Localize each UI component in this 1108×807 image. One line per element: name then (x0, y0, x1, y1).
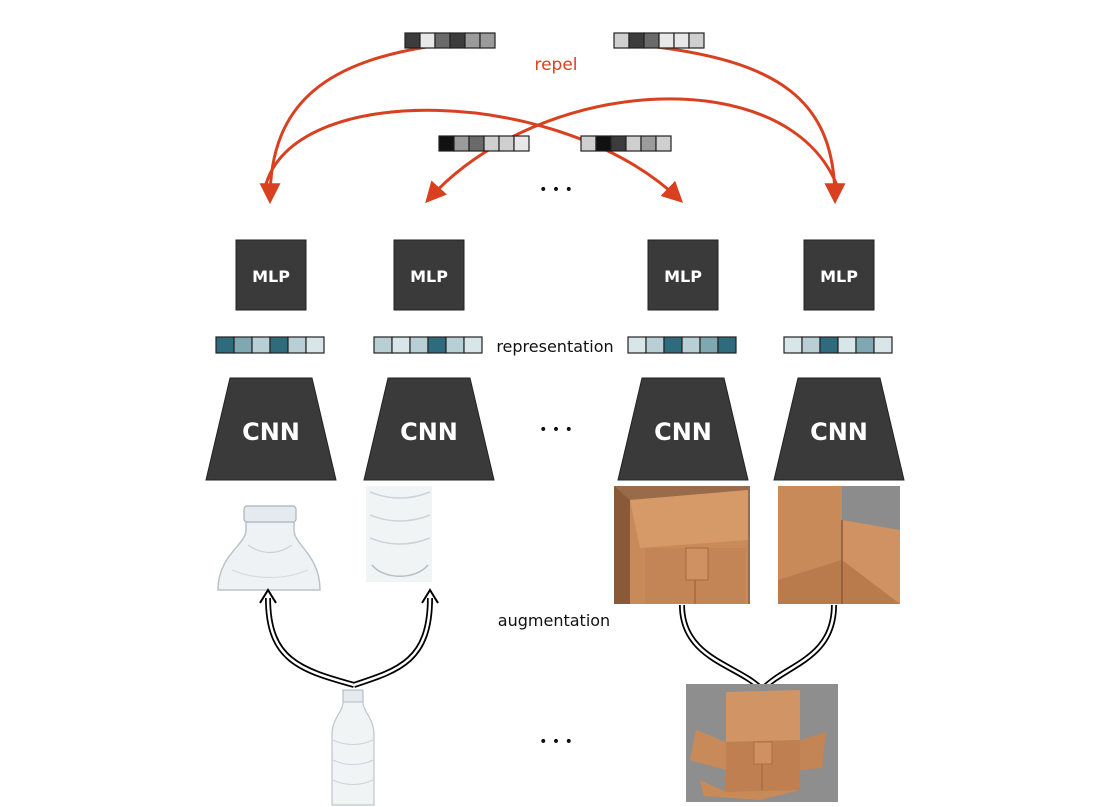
box-view-1-image (614, 486, 750, 604)
representation-vector-3 (627, 336, 737, 354)
repel-arrow-1 (259, 43, 441, 205)
repel-label: repel (534, 55, 577, 75)
representation-3-cell-1 (627, 336, 647, 354)
embedding-top-right-cell-3 (643, 32, 660, 49)
embedding-mid-left-cell-4 (483, 135, 500, 152)
representation-vector-1 (215, 336, 325, 354)
representation-4-cell-6 (873, 336, 893, 354)
representation-2-cell-2 (391, 336, 411, 354)
representation-4-cell-3 (819, 336, 839, 354)
representation-1-cell-1 (215, 336, 235, 354)
ellipsis-top: • • • (539, 182, 573, 198)
representation-label: representation (496, 337, 613, 356)
repel-arrow-2 (639, 43, 846, 205)
representation-4-cell-5 (855, 336, 875, 354)
mlp-block-1: MLP (235, 239, 307, 311)
representation-3-cell-5 (699, 336, 719, 354)
bottle-augmentation-arrows (259, 588, 439, 688)
embedding-mid-right-cell-5 (640, 135, 657, 152)
embedding-mid-left-cell-1 (438, 135, 455, 152)
representation-1-cell-2 (233, 336, 253, 354)
embedding-top-left-cell-3 (434, 32, 451, 49)
embedding-mid-left-cell-5 (498, 135, 515, 152)
embedding-top-left-cell-4 (449, 32, 466, 49)
representation-vector-4 (783, 336, 893, 354)
embedding-top-right-cell-4 (658, 32, 675, 49)
embedding-vector-mid-right (580, 135, 672, 152)
representation-3-cell-2 (645, 336, 665, 354)
embedding-mid-right-cell-6 (655, 135, 672, 152)
mlp-label-1: MLP (252, 267, 290, 286)
representation-4-cell-2 (801, 336, 821, 354)
cnn-block-4: CNN (773, 377, 905, 481)
mlp-label-2: MLP (410, 267, 448, 286)
bottle-view-2-image (366, 486, 432, 582)
representation-3-cell-6 (717, 336, 737, 354)
embedding-top-left-cell-2 (419, 32, 436, 49)
representation-2-cell-1 (373, 336, 393, 354)
representation-2-cell-6 (463, 336, 483, 354)
mlp-block-2: MLP (393, 239, 465, 311)
box-augmentation-arrows (679, 604, 837, 693)
embedding-top-left-cell-6 (479, 32, 496, 49)
representation-2-cell-5 (445, 336, 465, 354)
embedding-mid-right-cell-1 (580, 135, 597, 152)
cnn-block-3: CNN (617, 377, 749, 481)
ellipsis-bottom: • • • (539, 734, 573, 750)
embedding-vector-top-left (404, 32, 496, 49)
repel-arrow-3 (263, 108, 684, 203)
ellipsis-middle: • • • (539, 422, 573, 438)
cnn-label-4: CNN (810, 418, 868, 446)
representation-1-cell-3 (251, 336, 271, 354)
mlp-label-3: MLP (664, 267, 702, 286)
embedding-mid-right-cell-4 (625, 135, 642, 152)
embedding-mid-right-cell-2 (595, 135, 612, 152)
cnn-label-3: CNN (654, 418, 712, 446)
embedding-top-right-cell-6 (688, 32, 705, 49)
representation-3-cell-4 (681, 336, 701, 354)
embedding-mid-left-cell-6 (513, 135, 530, 152)
representation-3-cell-3 (663, 336, 683, 354)
representation-4-cell-4 (837, 336, 857, 354)
embedding-vector-mid-left (438, 135, 530, 152)
embedding-mid-left-cell-2 (453, 135, 470, 152)
embedding-top-left-cell-5 (464, 32, 481, 49)
mlp-block-4: MLP (803, 239, 875, 311)
augmentation-label: augmentation (498, 611, 610, 630)
bottle-source-image (331, 689, 375, 806)
cnn-block-2: CNN (363, 377, 495, 481)
box-view-2-image (778, 486, 900, 604)
repel-arrow-4 (425, 97, 840, 204)
embedding-mid-left-cell-3 (468, 135, 485, 152)
embedding-vector-top-right (613, 32, 705, 49)
representation-1-cell-4 (269, 336, 289, 354)
mlp-label-4: MLP (820, 267, 858, 286)
embedding-top-left-cell-1 (404, 32, 421, 49)
embedding-top-right-cell-2 (628, 32, 645, 49)
embedding-top-right-cell-1 (613, 32, 630, 49)
cnn-label-2: CNN (400, 418, 458, 446)
embedding-mid-right-cell-3 (610, 135, 627, 152)
representation-vector-2 (373, 336, 483, 354)
embedding-top-right-cell-5 (673, 32, 690, 49)
representation-4-cell-1 (783, 336, 803, 354)
representation-2-cell-3 (409, 336, 429, 354)
cnn-block-1: CNN (205, 377, 337, 481)
representation-1-cell-6 (305, 336, 325, 354)
augmentation-arrows (259, 588, 837, 693)
bottle-view-1-image (217, 505, 321, 591)
representation-2-cell-4 (427, 336, 447, 354)
mlp-block-3: MLP (647, 239, 719, 311)
box-source-image (686, 684, 838, 802)
representation-1-cell-5 (287, 336, 307, 354)
cnn-label-1: CNN (242, 418, 300, 446)
repel-arrows (259, 43, 846, 205)
